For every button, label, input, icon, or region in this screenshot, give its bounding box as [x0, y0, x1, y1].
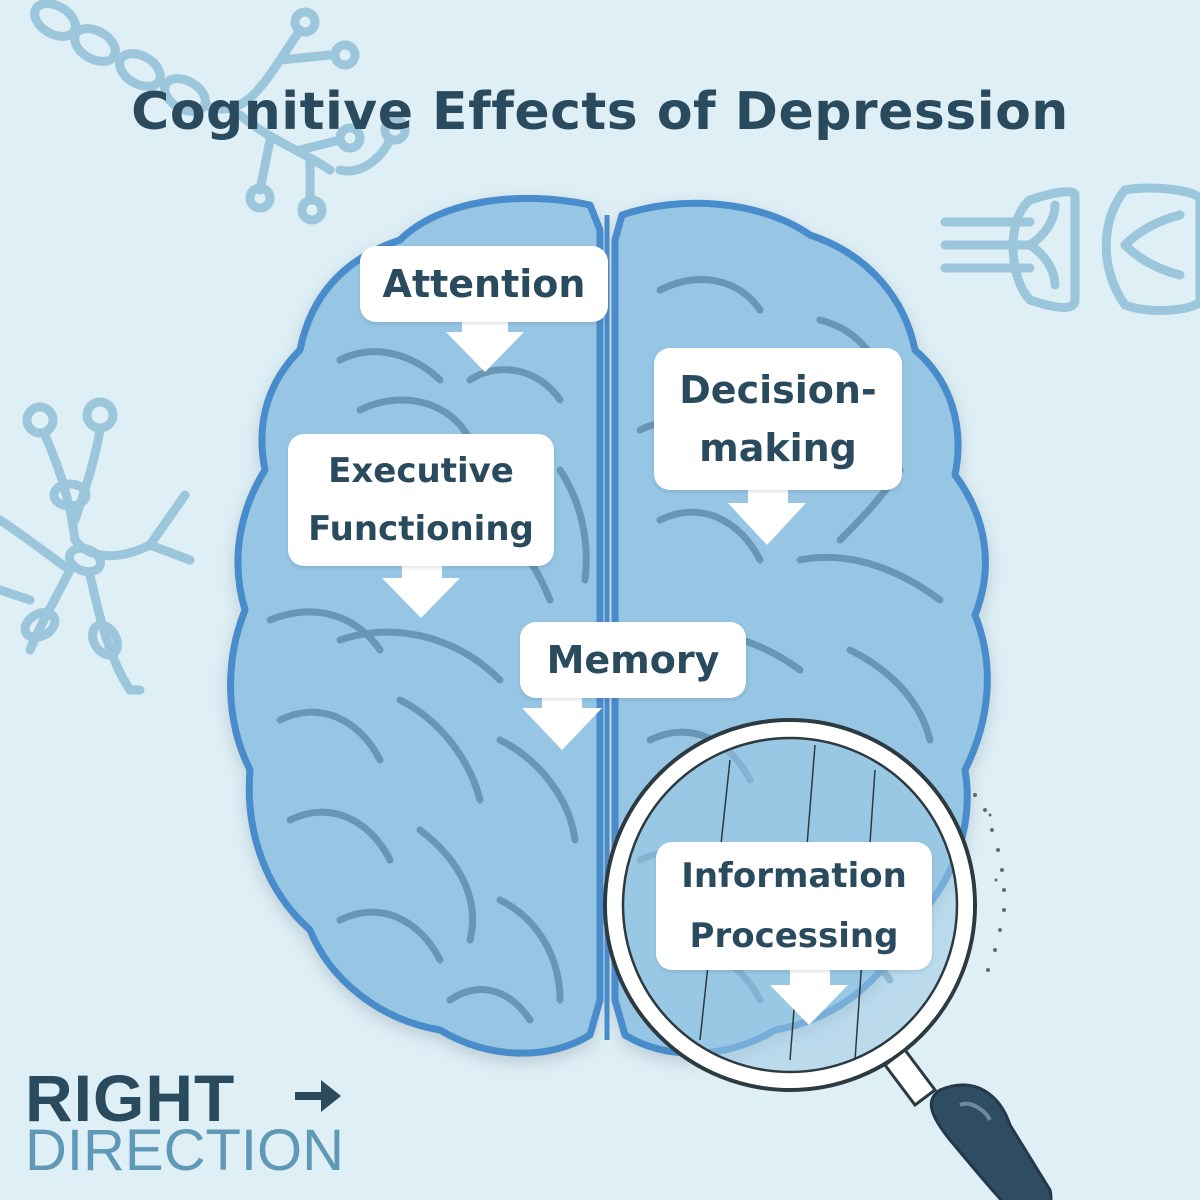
- label-info-line2: Processing: [689, 916, 899, 956]
- label-memory-text: Memory: [546, 638, 720, 682]
- right-direction-logo: RIGHT DIRECTION: [25, 1061, 355, 1183]
- label-decision-line1: Decision-: [679, 368, 877, 412]
- arrow-information: [770, 965, 848, 1025]
- label-information-processing: Information Processing: [656, 842, 932, 970]
- label-info-line1: Information: [681, 856, 907, 896]
- arrow-attention: [446, 322, 524, 372]
- logo-line2: DIRECTION: [25, 1118, 344, 1183]
- label-decision-making: Decision- making: [654, 348, 902, 490]
- label-executive-functioning: Executive Functioning: [288, 434, 554, 566]
- logo-line1: RIGHT: [25, 1061, 236, 1135]
- label-executive-line2: Functioning: [308, 509, 534, 549]
- page-title: Cognitive Effects of Depression: [131, 82, 1069, 142]
- label-attention-text: Attention: [382, 262, 586, 306]
- label-executive-line1: Executive: [328, 451, 514, 491]
- arrow-memory: [522, 693, 602, 750]
- arrow-executive: [382, 560, 460, 618]
- label-decision-line2: making: [699, 426, 857, 470]
- arrow-decision: [728, 487, 806, 545]
- label-attention: Attention: [360, 246, 608, 322]
- arrow-right-icon: [295, 1080, 341, 1112]
- label-memory: Memory: [520, 622, 746, 698]
